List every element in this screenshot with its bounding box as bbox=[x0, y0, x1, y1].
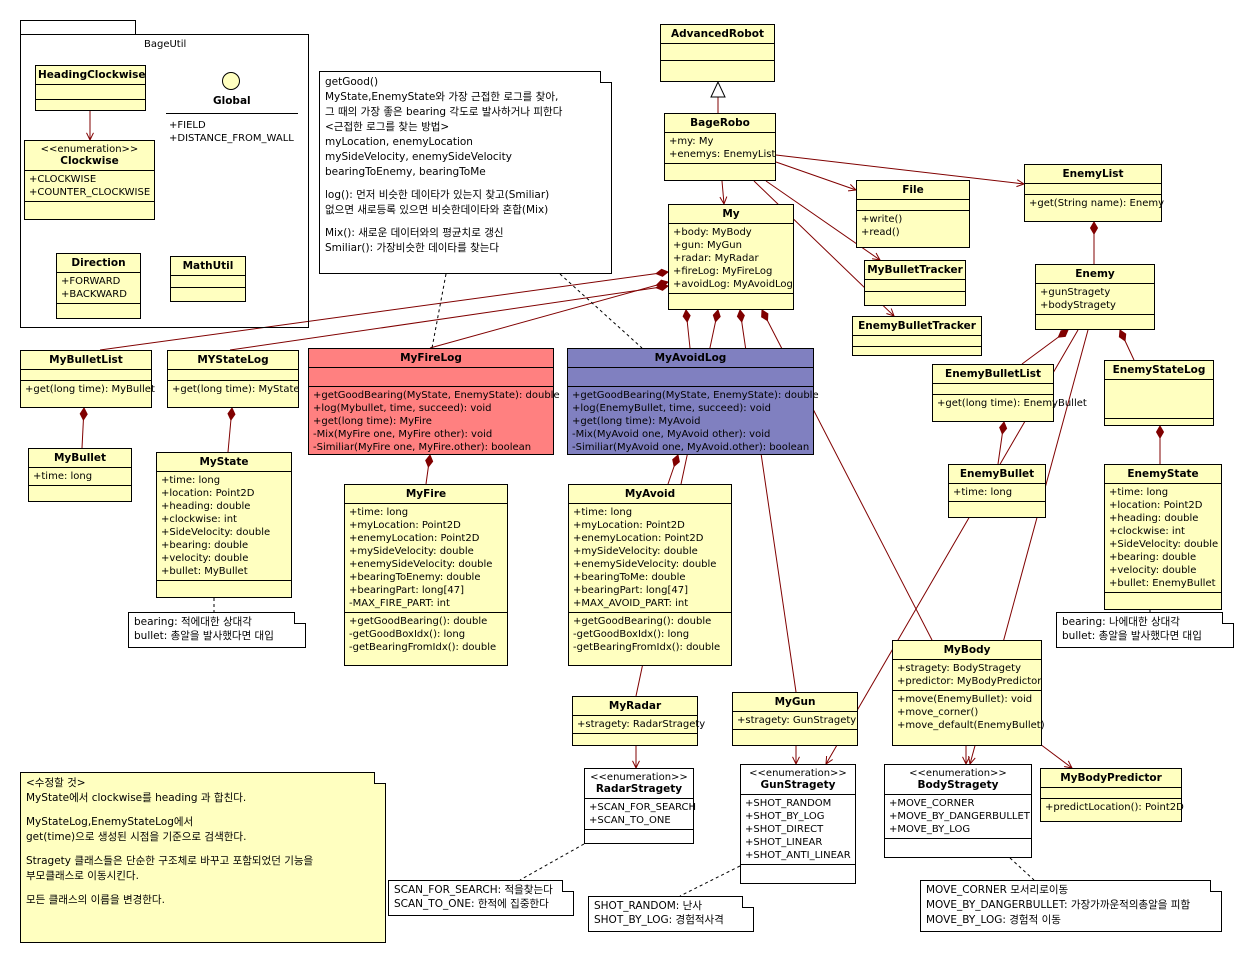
my-to-myradar-diamond bbox=[712, 309, 721, 323]
class-enemybullet[interactable]: EnemyBullet +time: long bbox=[948, 464, 1046, 518]
enemy-to-gunstragety-arrow bbox=[825, 755, 833, 765]
my-to-mybulletlist-diamond bbox=[655, 268, 669, 277]
my-to-mystatelog bbox=[229, 285, 669, 351]
package-tab bbox=[20, 20, 136, 35]
my-to-myavoidlog-diamond bbox=[682, 309, 691, 323]
bagerobo-to-enemylist bbox=[775, 154, 1025, 185]
class-mybody[interactable]: MyBody +stragety: BodyStragety+predictor… bbox=[892, 640, 1045, 746]
mystatelog-to-mystate-diamond bbox=[227, 407, 236, 421]
my-to-mygun-diamond bbox=[736, 309, 745, 323]
class-enemybulletlist[interactable]: EnemyBulletList +get(long time): EnemyBu… bbox=[932, 364, 1087, 422]
my-to-myfirelog bbox=[429, 281, 669, 349]
note-getgood-link-1 bbox=[431, 273, 447, 349]
class-file[interactable]: File +write()+read() bbox=[856, 180, 970, 248]
class-clockwise[interactable]: <<enumeration>>Clockwise +CLOCKWISE+COUN… bbox=[24, 140, 155, 220]
my-to-myfirelog-diamond bbox=[655, 279, 669, 288]
class-mathutil[interactable]: MathUtil bbox=[170, 256, 246, 302]
package-name: BageUtil bbox=[144, 39, 187, 50]
bagerobo-to-file bbox=[775, 161, 857, 191]
class-mybulletlist[interactable]: MyBulletList +get(long time): MyBullet bbox=[20, 350, 155, 408]
my-to-mybulletlist bbox=[99, 271, 669, 351]
my-to-mybody-diamond bbox=[761, 309, 769, 322]
class-myfirelog[interactable]: MyFireLog +getGoodBearing(MyState, Enemy… bbox=[308, 348, 560, 455]
myavoidlog-to-myavoid-diamond bbox=[672, 454, 680, 468]
myfirelog-to-myfire-diamond bbox=[425, 454, 434, 468]
class-bodystragety[interactable]: <<enumeration>>BodyStragety +MOVE_CORNER… bbox=[884, 764, 1032, 858]
mybulletlist-to-mybullet-diamond bbox=[79, 407, 88, 421]
enemy-to-enemystatelog-diamond bbox=[1118, 329, 1127, 342]
generalization-triangle bbox=[710, 80, 726, 98]
package-bageutil bbox=[20, 34, 309, 328]
class-advancedrobot[interactable]: AdvancedRobot bbox=[660, 24, 775, 82]
bagerobo-to-my bbox=[721, 180, 725, 205]
note-getgood: getGood()MyState,EnemyState와 가장 근접한 로그를 … bbox=[319, 71, 612, 274]
note-getgood-link-2 bbox=[559, 273, 643, 349]
class-enemylist[interactable]: EnemyList +get(String name): Enemy bbox=[1024, 164, 1164, 222]
class-mybullettracker[interactable]: MyBulletTracker bbox=[864, 260, 966, 306]
class-mystatelog[interactable]: MYStateLog +get(long time): MyState bbox=[167, 350, 300, 408]
class-myavoidlog[interactable]: MyAvoidLog +getGoodBearing(MyState, Enem… bbox=[567, 348, 819, 455]
global-interface-attrs: +FIELD+DISTANCE_FROM_WALL bbox=[169, 120, 294, 144]
class-enemystatelog[interactable]: EnemyStateLog bbox=[1104, 360, 1214, 426]
class-enemy[interactable]: Enemy +gunStragety+bodyStragety bbox=[1035, 264, 1155, 330]
class-bagerobo[interactable]: BageRobo +my: My+enemys: EnemyList bbox=[664, 113, 776, 181]
class-headingclockwise[interactable]: HeadingClockwise bbox=[35, 65, 146, 111]
class-enemybullettracker[interactable]: EnemyBulletTracker bbox=[852, 316, 982, 356]
class-mygun[interactable]: MyGun +stragety: GunStragety bbox=[732, 692, 858, 746]
class-mystate[interactable]: MyState +time: long+location: Point2D+he… bbox=[156, 452, 292, 598]
class-gunstragety[interactable]: <<enumeration>>GunStragety +SHOT_RANDOM+… bbox=[740, 764, 856, 884]
enemy-to-enemybulletlist-diamond bbox=[1057, 329, 1069, 338]
class-enemystate[interactable]: EnemyState +time: long+location: Point2D… bbox=[1104, 464, 1222, 610]
class-mybodypredictor[interactable]: MyBodyPredictor +predictLocation(): Poin… bbox=[1040, 768, 1184, 822]
note-todo: <수정할 것>MyState에서 clockwise를 heading 과 합친… bbox=[20, 772, 386, 943]
class-my[interactable]: My +body: MyBody+gun: MyGun+radar: MyRad… bbox=[668, 204, 794, 310]
global-interface-divider bbox=[166, 113, 298, 114]
global-interface-name: Global bbox=[213, 95, 251, 107]
class-direction[interactable]: Direction +FORWARD+BACKWARD bbox=[56, 253, 141, 319]
class-myfire[interactable]: MyFire +time: long+myLocation: Point2D+e… bbox=[344, 484, 508, 666]
enemylist-to-enemy-diamond bbox=[1089, 221, 1099, 235]
class-radarstragety[interactable]: <<enumeration>>RadarStragety +SCAN_FOR_S… bbox=[584, 768, 696, 844]
note-radar-link bbox=[519, 843, 585, 881]
class-myradar[interactable]: MyRadar +stragety: RadarStragety bbox=[572, 696, 705, 746]
enemybulletlist-to-enemybullet-diamond bbox=[999, 421, 1008, 435]
note-body-link bbox=[1009, 857, 1035, 881]
class-name: HeadingClockwise bbox=[36, 66, 146, 85]
enemystatelog-to-enemystate-diamond bbox=[1155, 425, 1165, 439]
note-gun-link bbox=[679, 865, 741, 897]
mybody-to-mybodypredictor bbox=[1039, 743, 1073, 769]
class-mybullet[interactable]: MyBullet +time: long bbox=[28, 448, 132, 502]
global-interface-icon bbox=[222, 72, 240, 90]
class-myavoid[interactable]: MyAvoid +time: long+myLocation: Point2D+… bbox=[568, 484, 732, 666]
